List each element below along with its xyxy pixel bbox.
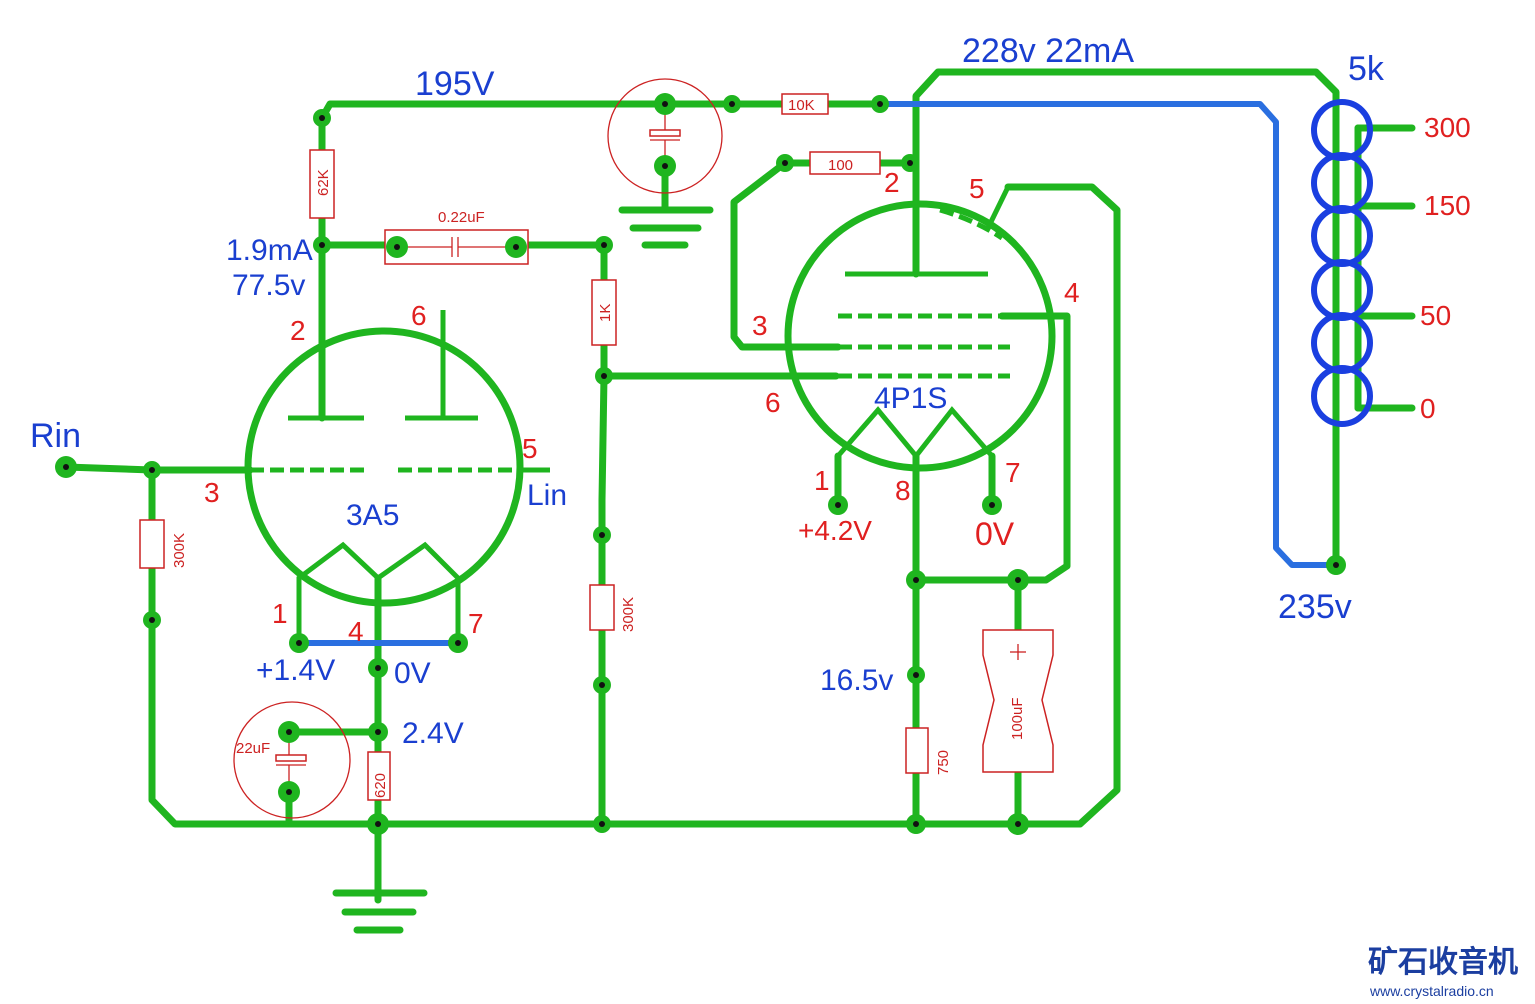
pin-label: 8 bbox=[895, 475, 911, 506]
watermark-url: www.crystalradio.cn bbox=[1369, 983, 1494, 999]
pin-label: 6 bbox=[765, 387, 781, 418]
pin-label: 4 bbox=[348, 616, 364, 647]
pin-label: 7 bbox=[468, 608, 484, 639]
tap-label: 0 bbox=[1420, 393, 1436, 424]
tap-label: 50 bbox=[1420, 300, 1451, 331]
pin-label: 1 bbox=[272, 598, 288, 629]
r300k-mid-label: 300K bbox=[620, 597, 637, 632]
filament-plus-label: +1.4V bbox=[256, 654, 335, 687]
cathode2-voltage-label: 16.5v bbox=[820, 664, 893, 697]
pin-label: 2 bbox=[884, 167, 900, 198]
tap-label: 150 bbox=[1424, 190, 1471, 221]
transformer-impedance-label: 5k bbox=[1348, 50, 1385, 88]
pin-label: 5 bbox=[522, 433, 538, 464]
r10k-label: 10K bbox=[788, 97, 815, 114]
pin-label: 3 bbox=[752, 310, 768, 341]
r62k-label: 62K bbox=[315, 169, 332, 196]
r300k-left-label: 300K bbox=[171, 533, 188, 568]
plate-current-label: 1.9mA bbox=[226, 234, 313, 267]
tube-4p1s-name: 4P1S bbox=[874, 382, 947, 415]
tube-4p1s bbox=[784, 185, 1056, 472]
r750-label: 750 bbox=[935, 750, 952, 775]
r1k-label: 1K bbox=[597, 304, 614, 322]
plate-supply-label: 228v 22mA bbox=[962, 32, 1134, 70]
tube-3a5 bbox=[244, 310, 550, 643]
rin-label: Rin bbox=[30, 417, 81, 455]
wires bbox=[62, 68, 1416, 934]
c100-label: 100uF bbox=[1009, 697, 1026, 740]
pin-label: 1 bbox=[814, 465, 830, 496]
output-transformer bbox=[1311, 99, 1373, 427]
filament2-plus-label: +4.2V bbox=[798, 515, 872, 546]
cathode-voltage-label: 2.4V bbox=[402, 717, 464, 750]
filament2-zero-label: 0V bbox=[975, 516, 1015, 552]
r100-label: 100 bbox=[828, 157, 853, 174]
watermark-title: 矿石收音机 bbox=[1368, 945, 1518, 979]
junction-nodes bbox=[55, 93, 1346, 835]
r620-label: 620 bbox=[372, 773, 389, 798]
pin-label: 5 bbox=[969, 173, 985, 204]
c22-label: 22uF bbox=[236, 740, 270, 757]
pin-label: 6 bbox=[411, 300, 427, 331]
tube-3a5-name: 3A5 bbox=[346, 499, 399, 532]
filament-zero-label: 0V bbox=[394, 657, 431, 690]
lin-label: Lin bbox=[527, 479, 567, 512]
b-plus-label: 235v bbox=[1278, 588, 1352, 626]
pin-label: 7 bbox=[1005, 457, 1021, 488]
pin-label: 4 bbox=[1064, 277, 1080, 308]
components bbox=[139, 78, 1054, 819]
pin-label: 3 bbox=[204, 477, 220, 508]
tap-label: 300 bbox=[1424, 112, 1471, 143]
voltage-195-label: 195V bbox=[415, 65, 495, 103]
b-plus-wire bbox=[877, 101, 1339, 568]
c022-label: 0.22uF bbox=[438, 209, 485, 226]
pin-label: 2 bbox=[290, 315, 306, 346]
plate-voltage-label: 77.5v bbox=[232, 269, 305, 302]
